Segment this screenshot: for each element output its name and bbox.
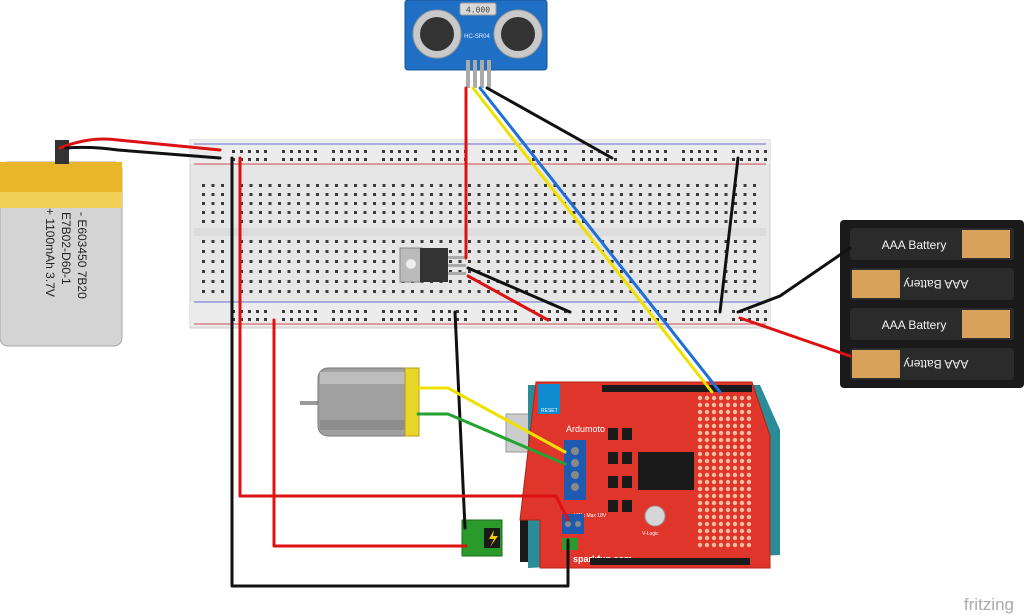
aaa-cell-label: AAA Battery [882,238,947,252]
ardumoto-shield: RESET Ardumoto VIN≤ Max 18V V-Logic spar… [461,381,780,569]
wire-aaa-red [738,316,852,358]
reset-label: RESET [541,408,558,414]
voltage-regulator [399,247,466,283]
wire-long-red2 [272,318,468,548]
wire-sensor-gnd [485,86,614,160]
wire-reg-red [466,274,550,322]
breadboard [189,139,771,329]
sensor-display-text: 4.000 [466,6,490,15]
wire-lipo-black [64,145,222,160]
wire-long-black [230,156,570,588]
wire-sensor-trig [471,86,714,394]
aaa-cell-label: AAA Battery [904,357,969,371]
logic-label: V-Logic [642,531,659,537]
ultrasonic-sensor: 4.000 HC-SR04 [404,0,548,88]
shield-name: Ardumoto [566,424,605,434]
wire-motor-yellow [416,386,567,454]
wire-sensor-echo [478,86,722,394]
wire-long-red [238,156,570,522]
sensor-model-label: HC-SR04 [464,34,490,40]
wire-reg-black [466,266,572,314]
wire-motor-green [416,412,567,466]
lipo-label-line3: + 1100mAh 3.7V [43,208,57,297]
wire-lipo-red [58,137,222,152]
proto-grid [697,395,752,548]
aaa-cell-label: AAA Battery [904,277,969,291]
wire-aaa-black [736,246,852,314]
wire-jumper-black [718,156,740,314]
vin-label: VIN≤ Max 18V [574,513,607,519]
aaa-cell-label: AAA Battery [882,318,947,332]
lipo-label-line2: E7B02-D60-1 [59,212,73,285]
lipo-battery: - E603450 7B20 E7B02-D60-1 + 1100mAh 3.7… [0,140,123,347]
wires [58,86,852,588]
dc-motor [300,367,420,437]
fritzing-watermark: fritzing [964,595,1014,614]
lipo-label-line1: - E603450 7B20 [75,212,89,299]
